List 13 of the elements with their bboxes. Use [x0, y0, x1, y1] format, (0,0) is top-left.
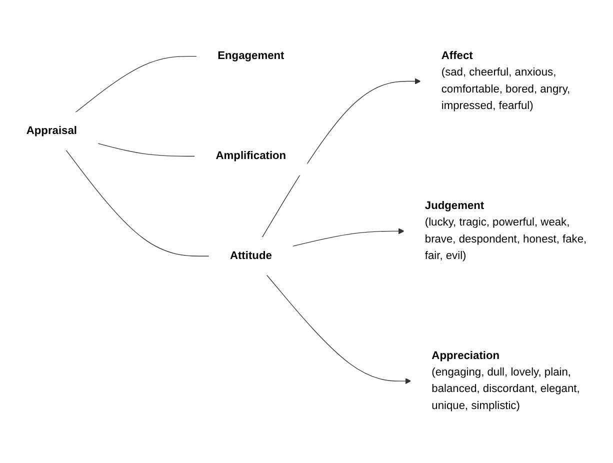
node-text: Attitude: [230, 250, 272, 262]
arrow: [262, 78, 421, 238]
connector: [97, 143, 196, 157]
connector: [66, 150, 210, 257]
arrow: [266, 274, 412, 384]
arrow: [292, 228, 404, 247]
node-text: Engagement: [218, 50, 284, 62]
node-text: Judgement (lucky, tragic, powerful, weak, brave, despondent, honest, fake, fair, evil): [424, 200, 587, 262]
node-text: Amplification: [216, 150, 286, 162]
node-text: Appreciation (engaging, dull, lovely, plain, balanced, discordant, elegant, unique, simplistic): [432, 350, 580, 412]
node-text: Affect (sad, cheerful, anxious, comfortable, bored, angry, impressed, fearful): [441, 50, 570, 112]
node-text: Appraisal: [26, 125, 77, 138]
connector: [75, 56, 198, 114]
